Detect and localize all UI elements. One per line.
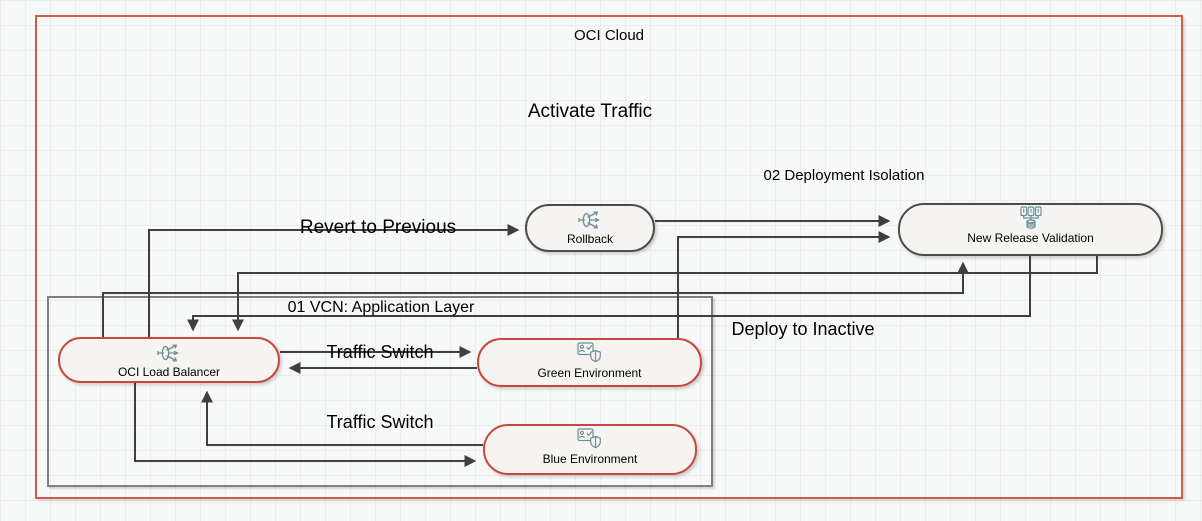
diagram-title: OCI Cloud xyxy=(573,27,645,44)
node-label-oci-load-balancer: OCI Load Balancer xyxy=(117,365,221,379)
node-rollback[interactable]: Rollback xyxy=(525,204,655,252)
load-balancer-icon xyxy=(156,342,182,364)
edge-loadbalancer-to-blue xyxy=(134,383,477,467)
edge-loadbalancer-to-rollback xyxy=(148,224,520,337)
node-blue-environment[interactable]: Blue Environment xyxy=(483,424,697,475)
label-vcn-container: 01 VCN: Application Layer xyxy=(287,299,475,316)
node-label-green-environment: Green Environment xyxy=(537,366,642,380)
vcn-container-box xyxy=(47,296,713,487)
node-oci-load-balancer[interactable]: OCI Load Balancer xyxy=(58,337,280,383)
load-balancer-icon xyxy=(577,209,603,231)
edge-loadbalancer-to-validation xyxy=(102,261,969,337)
node-label-rollback: Rollback xyxy=(566,232,614,246)
edge-validation-to-loadbalancer-1 xyxy=(232,256,1098,332)
node-green-environment[interactable]: Green Environment xyxy=(477,338,702,387)
deployment-validation-icon xyxy=(1016,206,1046,230)
label-deploy-to-inactive: Deploy to Inactive xyxy=(731,319,875,339)
label-traffic-switch-blue: Traffic Switch xyxy=(326,412,434,432)
label-activate-traffic: Activate Traffic xyxy=(527,101,653,122)
edge-validation-to-loadbalancer-2 xyxy=(187,256,1031,332)
node-label-new-release-validation: New Release Validation xyxy=(967,231,1094,245)
node-label-blue-environment: Blue Environment xyxy=(542,452,638,466)
oci-cloud-container-box xyxy=(35,15,1183,499)
edge-green-to-validation xyxy=(677,231,891,338)
label-deployment-isolation: 02 Deployment Isolation xyxy=(763,167,925,184)
compute-shield-icon xyxy=(577,428,603,451)
compute-shield-icon xyxy=(576,342,603,365)
node-new-release-validation[interactable]: New Release Validation xyxy=(898,203,1163,256)
edge-blue-to-loadbalancer xyxy=(201,390,483,446)
label-traffic-switch-green: Traffic Switch xyxy=(326,342,434,362)
label-revert-to-previous: Revert to Previous xyxy=(299,217,457,238)
